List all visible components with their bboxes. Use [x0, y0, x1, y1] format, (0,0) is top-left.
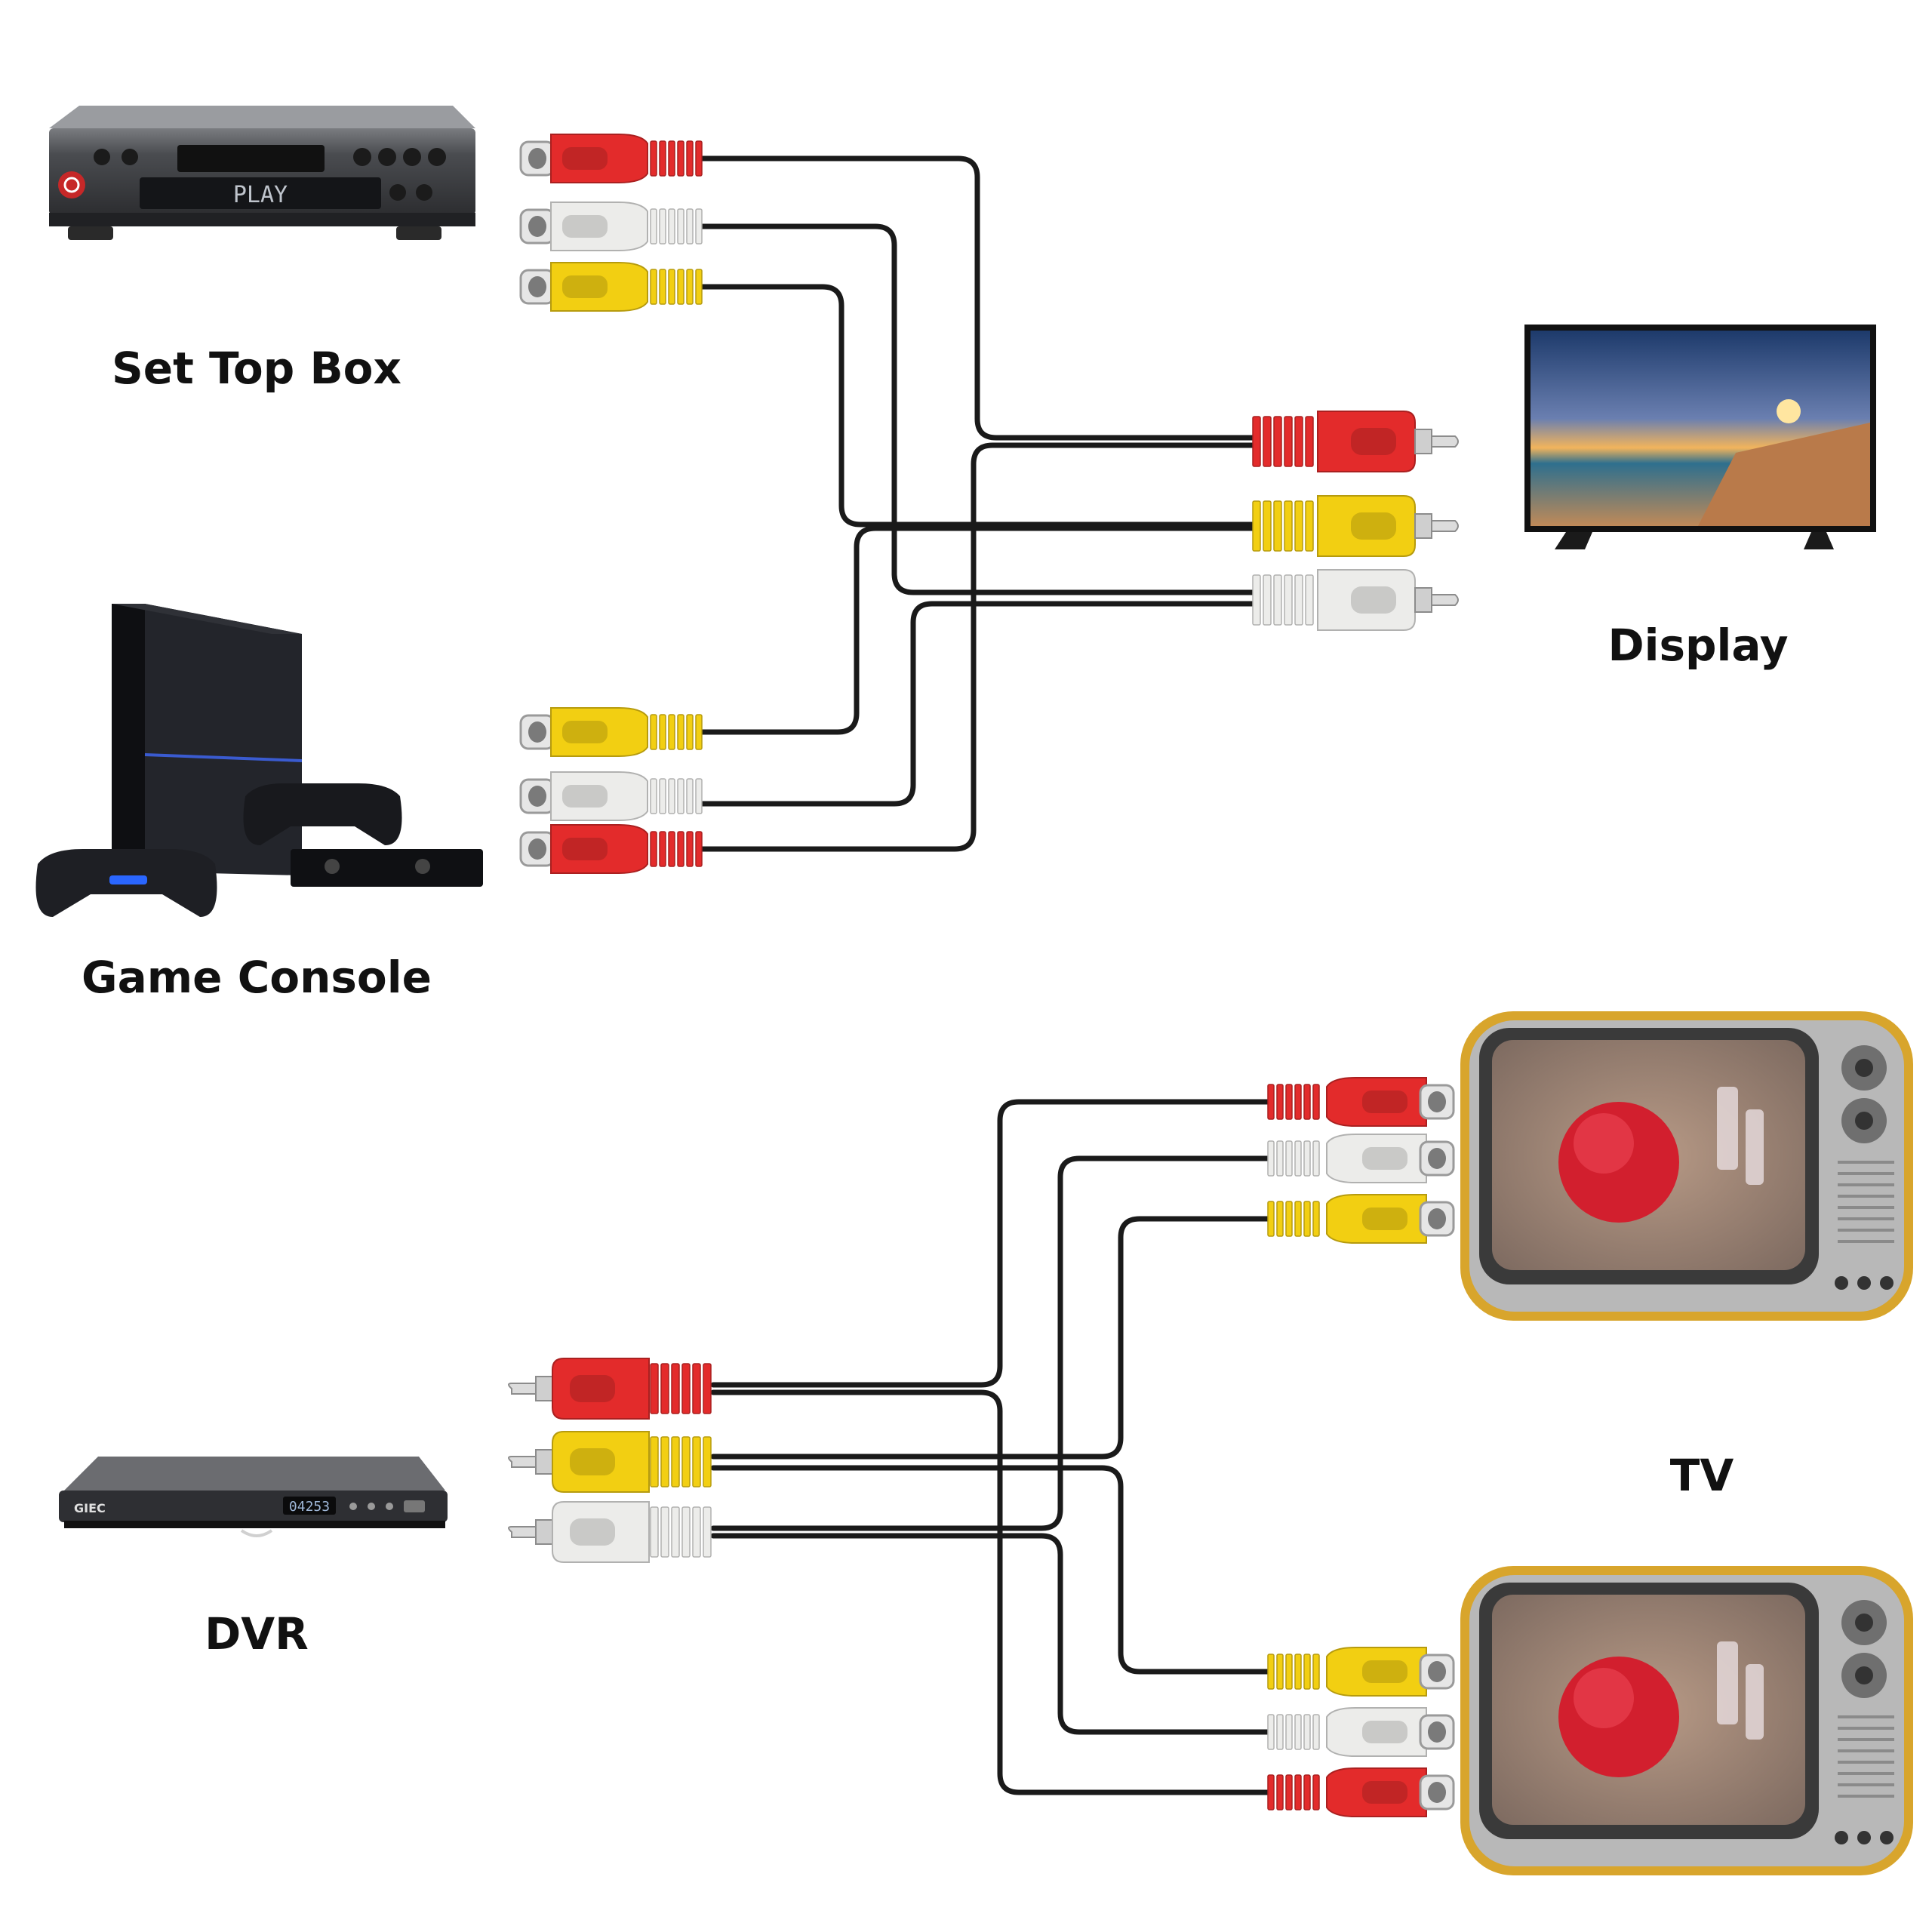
label-display: Display	[1607, 620, 1788, 671]
retro-tv-icon	[1460, 1011, 1913, 1321]
cable-dvr-yellow-tv2	[710, 1465, 1271, 1675]
rca-plug-display-yellow	[1252, 495, 1459, 557]
rca-jack-tv1-yellow	[1267, 1194, 1455, 1244]
rca-jack-stb-red	[519, 134, 703, 183]
retro-tv-icon	[1460, 1566, 1913, 1875]
label-dvr: DVR	[205, 1608, 309, 1660]
rca-jack-tv2-red	[1267, 1767, 1455, 1817]
rca-jack-stb-yellow	[519, 262, 703, 312]
cable-stb-red	[699, 155, 1256, 441]
cable-dvr-white-tv2	[710, 1533, 1271, 1735]
cables	[699, 155, 1271, 1795]
cable-dvr-red-tv1	[710, 1099, 1271, 1388]
cable-console-yellow	[699, 525, 1256, 735]
rca-plug-display-white	[1252, 569, 1459, 631]
label-set-top-box: Set Top Box	[112, 343, 401, 394]
cable-dvr-red-tv2	[710, 1389, 1271, 1795]
cable-dvr-yellow-tv1	[710, 1216, 1271, 1460]
cable-console-red	[699, 442, 1256, 852]
stb-screen-text: PLAY	[233, 182, 288, 208]
rca-jack-stb-white	[519, 202, 703, 251]
dvd-player-icon: GIEC 04253	[59, 1457, 448, 1537]
cable-dvr-white-tv1	[710, 1155, 1271, 1531]
cable-stb-yellow	[699, 284, 1256, 528]
rca-jack-tv1-white	[1267, 1134, 1455, 1183]
flat-tv-icon	[1524, 325, 1876, 549]
rca-jack-console-white	[519, 771, 703, 821]
rca-plug-display-red	[1252, 411, 1459, 472]
set-top-box-icon: PLAY	[49, 106, 475, 240]
rca-jack-console-yellow	[519, 707, 703, 757]
label-tv: TV	[1670, 1450, 1734, 1501]
rca-plug-dvr-red	[508, 1358, 712, 1420]
cable-stb-white	[699, 223, 1256, 595]
rca-plug-dvr-white	[508, 1501, 712, 1563]
cable-console-white	[699, 601, 1256, 807]
rca-jack-console-red	[519, 824, 703, 874]
game-console-icon	[35, 604, 483, 917]
rca-jack-tv1-red	[1267, 1077, 1455, 1127]
label-game-console: Game Console	[82, 952, 432, 1003]
rca-plug-dvr-yellow	[508, 1431, 712, 1493]
dvr-time-text: 04253	[289, 1499, 330, 1515]
rca-jack-tv2-yellow	[1267, 1647, 1455, 1697]
rca-jack-tv2-white	[1267, 1707, 1455, 1757]
rca-connectors	[508, 134, 1459, 1817]
dvr-brand-text: GIEC	[74, 1501, 106, 1515]
